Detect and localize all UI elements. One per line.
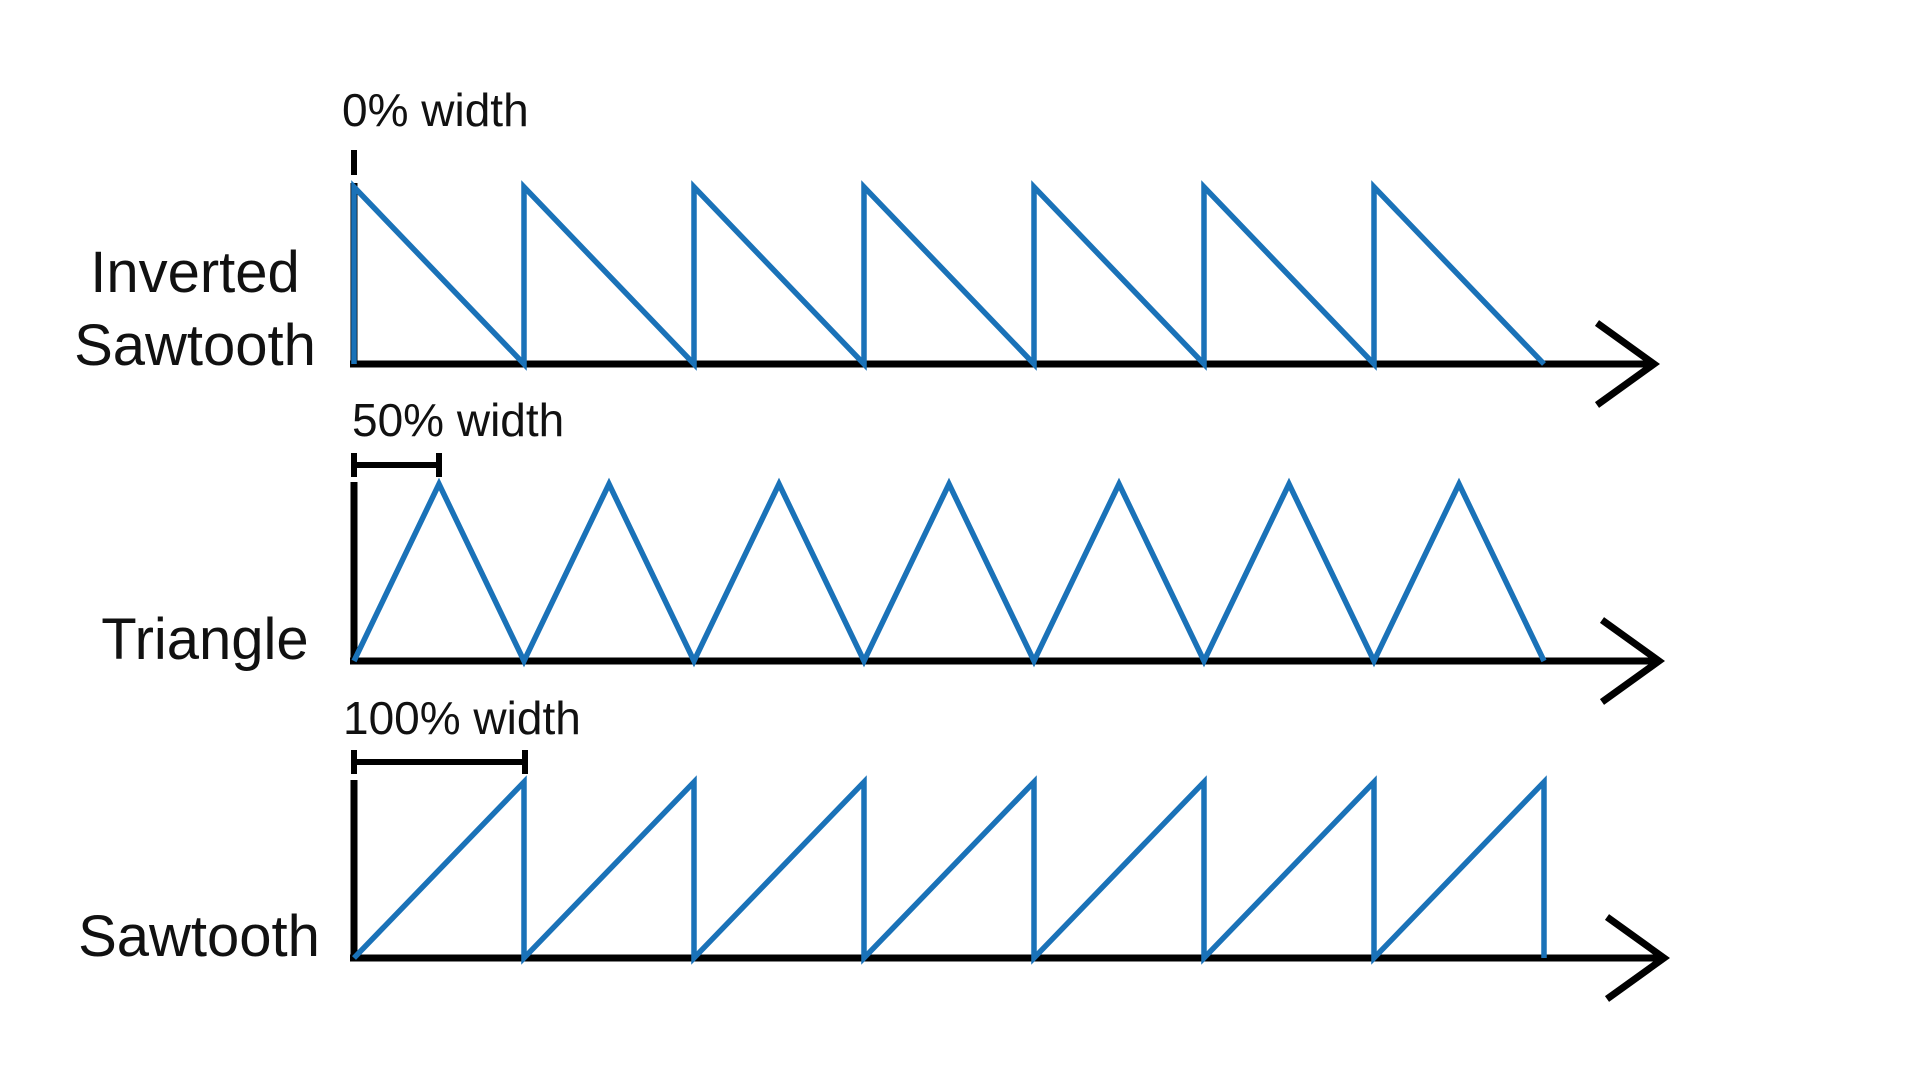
row-label-line-1: Sawtooth bbox=[78, 904, 320, 969]
row-sawtooth: Sawtooth 100% width bbox=[78, 692, 1670, 1002]
row-label-line-2: Sawtooth bbox=[74, 313, 316, 378]
waveform-2 bbox=[352, 775, 1547, 965]
width-marker bbox=[351, 453, 442, 477]
waveform-1 bbox=[351, 477, 1547, 668]
x-axis-arrowhead bbox=[1594, 320, 1660, 408]
waveform-0 bbox=[351, 180, 1546, 371]
row-label-line-1: Inverted bbox=[90, 240, 300, 305]
width-label: 50% width bbox=[352, 394, 564, 446]
width-marker bbox=[351, 750, 528, 774]
row-triangle: Triangle 50% width bbox=[101, 394, 1665, 705]
row-inverted-sawtooth: Inverted Sawtooth 0% width bbox=[74, 84, 1660, 408]
width-label: 0% width bbox=[342, 84, 529, 136]
x-axis-arrowhead bbox=[1599, 617, 1665, 705]
x-axis-arrowhead bbox=[1604, 914, 1670, 1002]
row-label-line-1: Triangle bbox=[101, 607, 308, 672]
width-label: 100% width bbox=[343, 692, 581, 744]
